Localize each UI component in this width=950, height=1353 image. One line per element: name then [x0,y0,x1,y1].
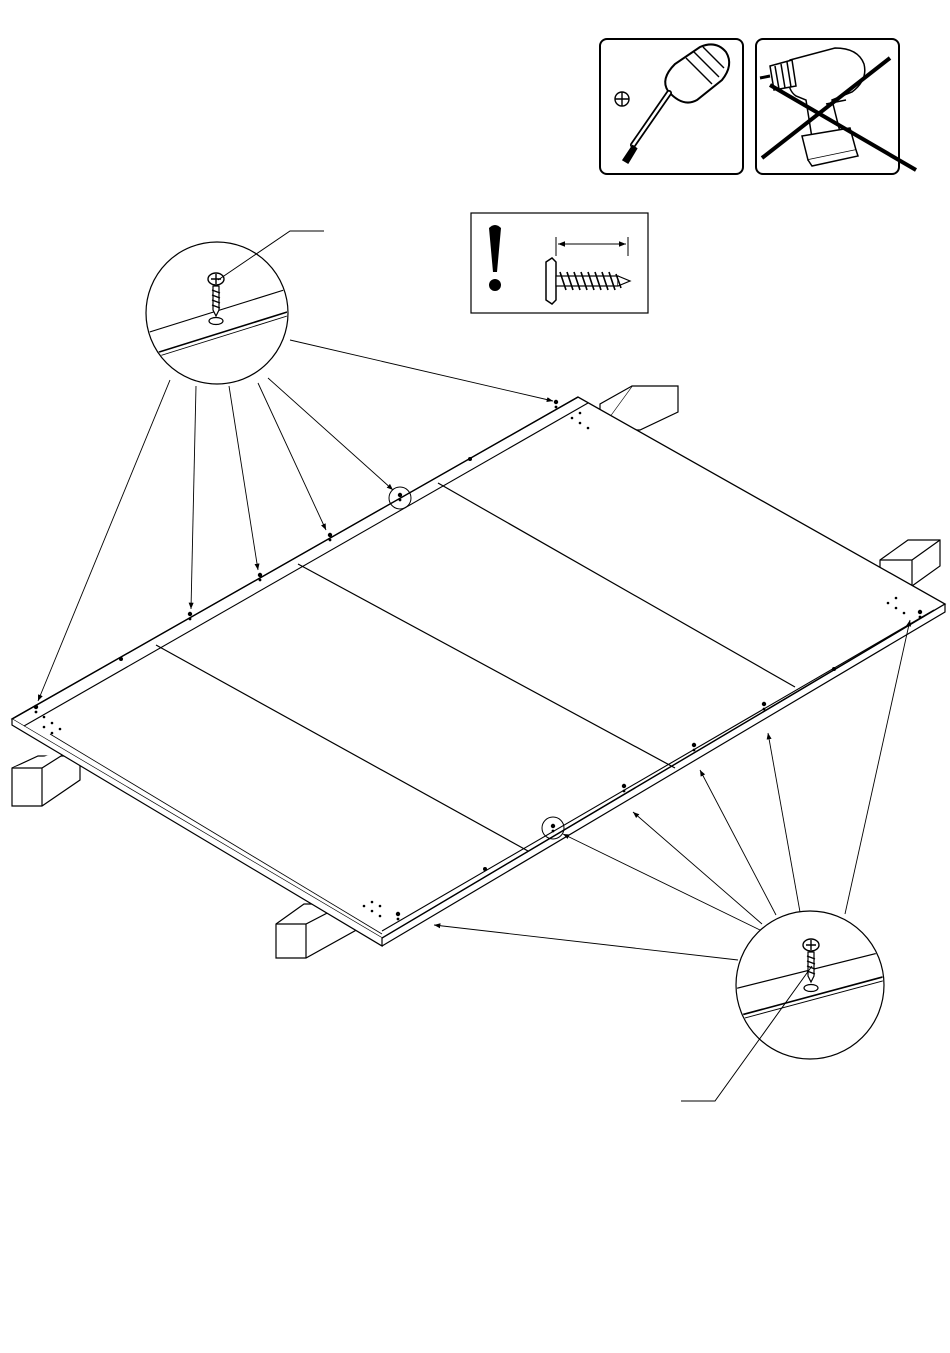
tool-drill-box [756,39,916,174]
tool-screwdriver-box [600,39,743,174]
rail-screw [468,457,472,461]
screw-notice-box [471,213,648,313]
back-panel [12,397,945,946]
phillips-symbol-icon [615,92,629,106]
rail-screw [483,867,487,871]
detail-top-left [140,231,324,384]
rail-screw [554,400,558,409]
rail-screw [119,657,123,661]
rail-screw [832,667,836,671]
detail-bottom-right [681,911,890,1101]
